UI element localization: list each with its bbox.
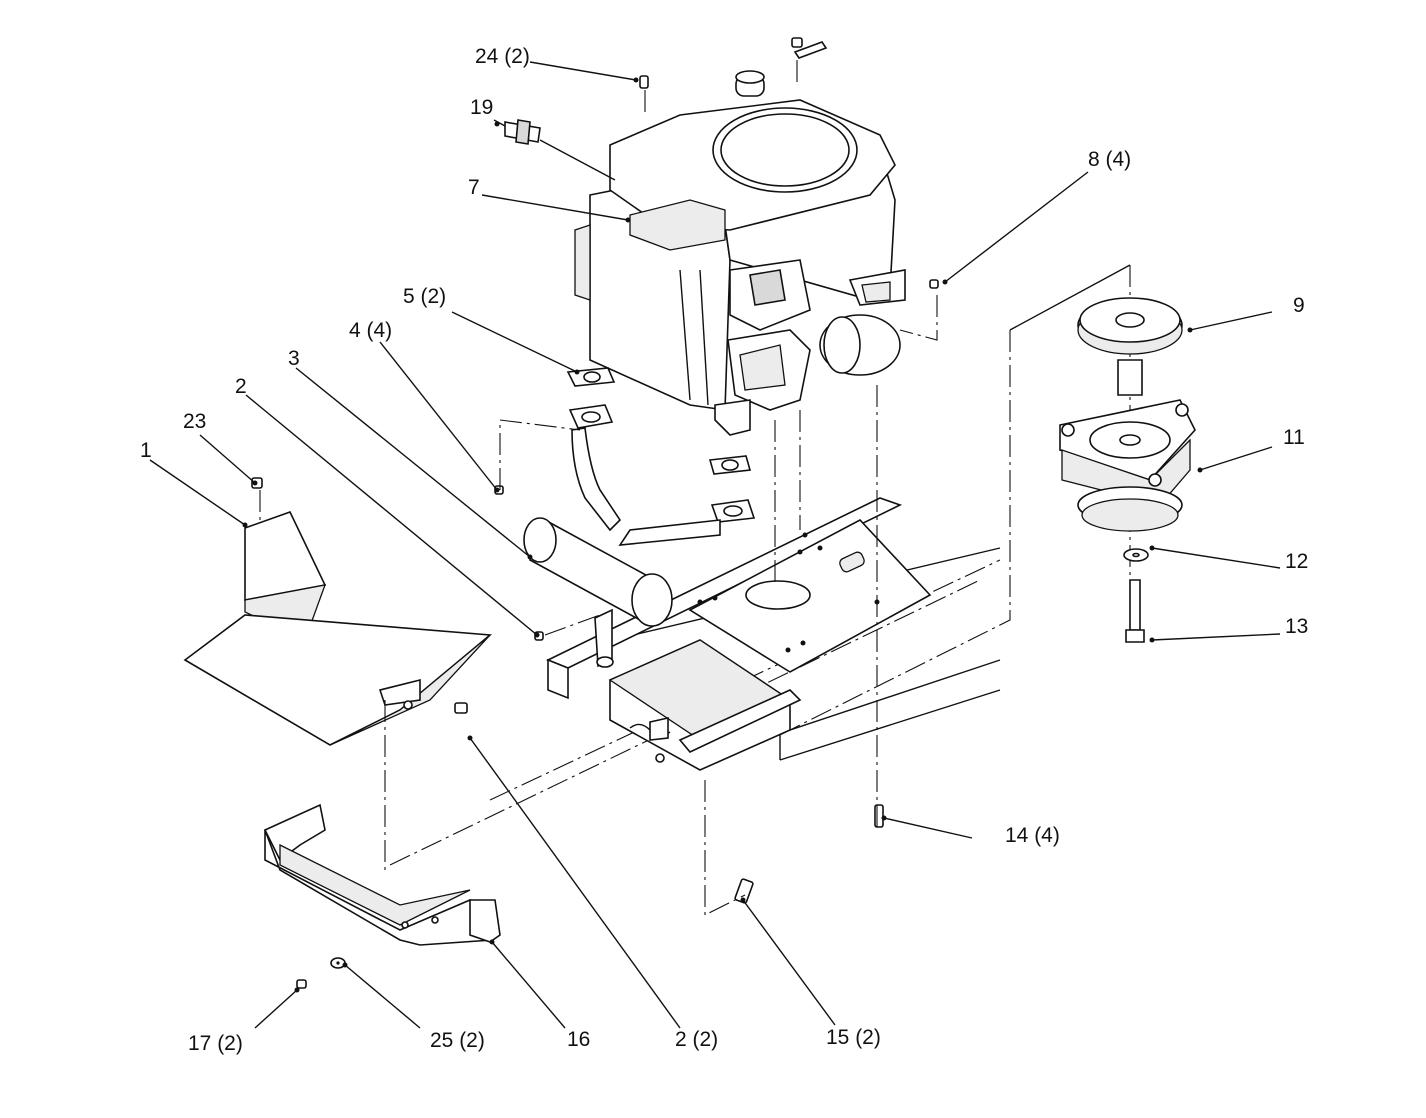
- callout-16: 16: [567, 1028, 590, 1051]
- callout-17: 17 (2): [188, 1032, 243, 1055]
- pulley-clutch-stack: [1059, 265, 1196, 643]
- callout-23: 23: [183, 410, 206, 433]
- callout-5: 5 (2): [403, 285, 446, 308]
- heat-shield: [183, 511, 493, 746]
- callout-13: 13: [1285, 615, 1308, 638]
- callout-11: 11: [1283, 426, 1305, 449]
- leader-lines: [149, 61, 1281, 1029]
- callout-7: 7: [468, 176, 480, 199]
- callout-1: 1: [140, 439, 152, 462]
- top-hardware: [639, 37, 828, 89]
- callout-2b: 2 (2): [675, 1028, 718, 1051]
- callout-9: 9: [1293, 294, 1305, 317]
- spark-plug: [504, 119, 541, 145]
- callout-19: 19: [470, 96, 493, 119]
- callout-2: 2: [235, 375, 247, 398]
- callout-3: 3: [288, 347, 300, 370]
- bumper-hardware: [296, 957, 346, 989]
- assembly-lines: [259, 60, 938, 916]
- exhaust-system: [523, 367, 756, 668]
- callout-25: 25 (2): [430, 1029, 485, 1052]
- engine: [574, 70, 906, 436]
- callout-8: 8 (4): [1088, 148, 1131, 171]
- callout-labels: 24 (2) 19 7 8 (4) 9 5 (2) 4 (4) 3 2 23 1…: [140, 45, 1308, 1055]
- frame-bracket: [608, 639, 802, 771]
- callout-15: 15 (2): [826, 1026, 881, 1049]
- bumper: [263, 803, 501, 946]
- callout-12: 12: [1285, 550, 1308, 573]
- callout-24: 24 (2): [475, 45, 530, 68]
- callout-4: 4 (4): [349, 319, 392, 342]
- callout-14: 14 (4): [1005, 824, 1060, 847]
